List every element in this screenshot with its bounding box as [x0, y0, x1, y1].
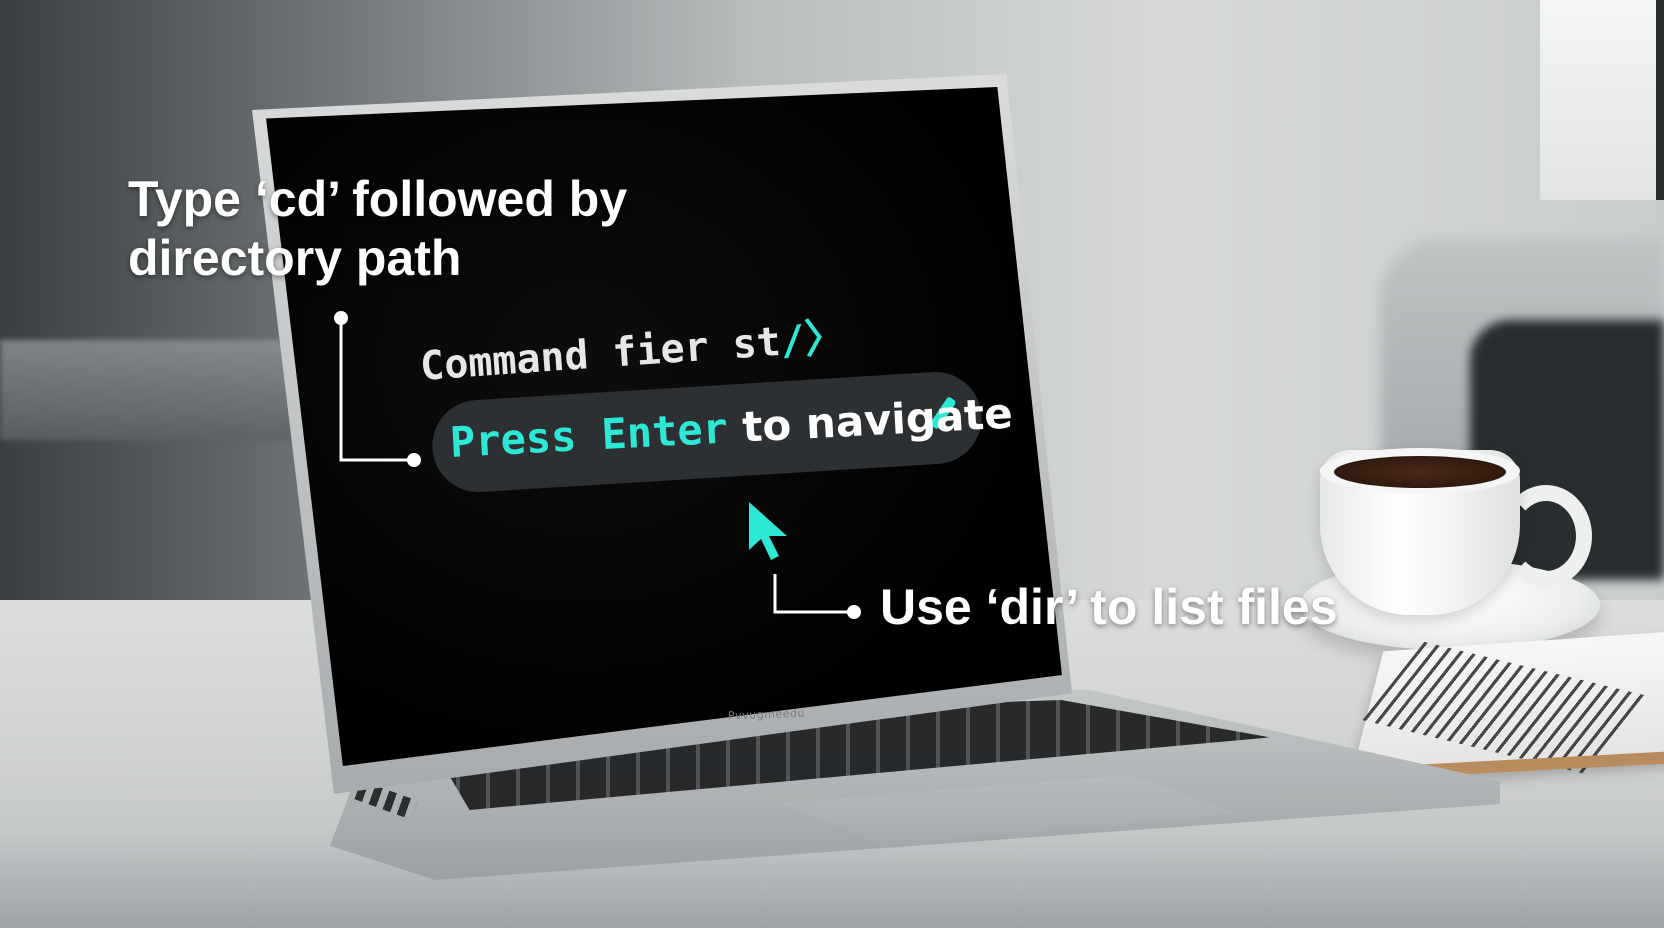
laptop-brand-label: Pvvugmeedu [727, 706, 806, 723]
cursor-arrow-icon [749, 502, 787, 560]
callout-use-dir: Use ‘dir’ to list files [880, 579, 1338, 635]
coffee [1334, 456, 1506, 488]
command-line-tail: /〉 [779, 314, 847, 365]
callout-type-cd: Type ‘cd’ followed by directory path [128, 171, 628, 286]
background-window [1540, 0, 1664, 200]
background-shelf [0, 340, 300, 440]
